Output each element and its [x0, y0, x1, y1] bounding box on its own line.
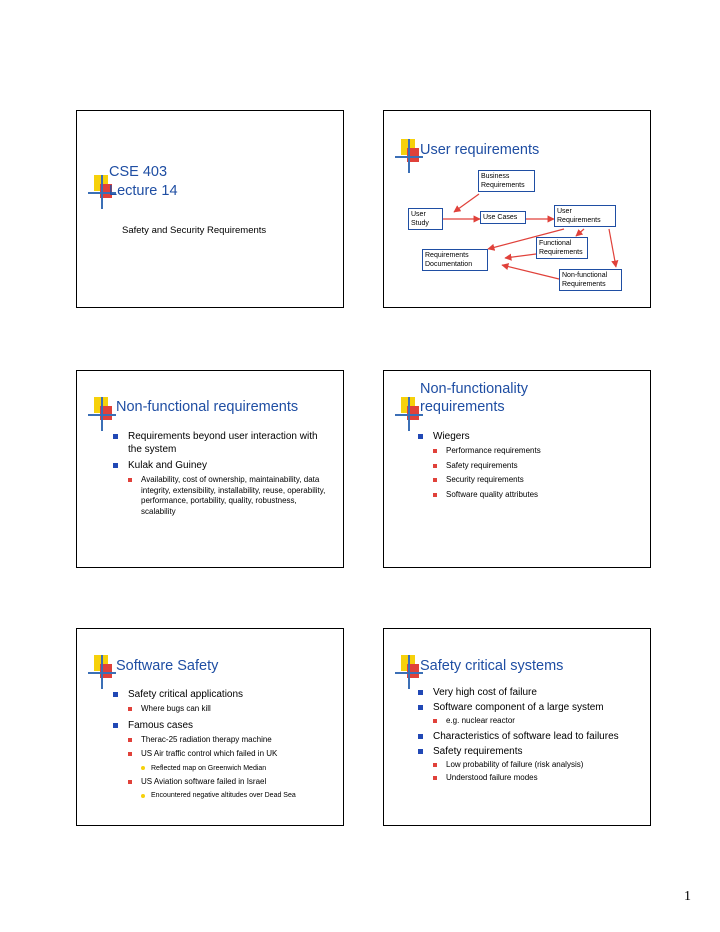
slide-logo-icon — [88, 397, 116, 431]
slide-title: Software Safety — [116, 658, 219, 674]
slide-logo-icon — [88, 655, 116, 689]
list-item: Software quality attributes — [418, 490, 638, 501]
arrow-functional-to-doc — [504, 253, 537, 261]
slide-1: CSE 403 Lecture 14 Safety and Security R… — [76, 110, 344, 308]
box-user-requirements: User Requirements — [554, 205, 616, 227]
slide-5: Software Safety Safety critical applicat… — [76, 628, 344, 826]
slide-logo-icon — [395, 655, 423, 689]
list-item: Encountered negative altitudes over Dead… — [113, 791, 335, 800]
list-item: Very high cost of failure — [418, 686, 640, 699]
bullet-list: Very high cost of failure Software compo… — [418, 686, 640, 788]
slide-2: User requirements Business Requirements … — [383, 110, 651, 308]
list-item: Famous cases — [113, 719, 335, 732]
page-number: 1 — [684, 889, 691, 904]
arrow-userreq-to-doc — [487, 228, 565, 251]
slide-title-line2: requirements — [420, 399, 505, 415]
slide-title: User requirements — [420, 142, 540, 158]
slide-title: Safety critical systems — [420, 658, 564, 674]
box-business-requirements: Business Requirements — [478, 170, 535, 192]
slide-4: Non-functionality requirements Wiegers P… — [383, 370, 651, 568]
list-item: Where bugs can kill — [113, 704, 335, 715]
lecture-number: Lecture 14 — [109, 183, 178, 199]
slide-title: Non-functional requirements — [116, 399, 299, 415]
list-item: Low probability of failure (risk analysi… — [418, 760, 640, 771]
list-item: Availability, cost of ownership, maintai… — [113, 475, 328, 517]
list-item: Software component of a large system — [418, 701, 640, 714]
list-item: Safety critical applications — [113, 688, 335, 701]
list-item: Performance requirements — [418, 446, 638, 457]
box-requirements-documentation: Requirements Documentation — [422, 249, 488, 271]
list-item: Understood failure modes — [418, 773, 640, 784]
list-item: e.g. nuclear reactor — [418, 716, 640, 727]
list-item: Safety requirements — [418, 745, 640, 758]
list-item: Characteristics of software lead to fail… — [418, 730, 640, 743]
list-item: Safety requirements — [418, 461, 638, 472]
slide-3: Non-functional requirements Requirements… — [76, 370, 344, 568]
slide-6: Safety critical systems Very high cost o… — [383, 628, 651, 826]
box-use-cases: Use Cases — [480, 211, 526, 224]
arrow-business-to-study — [453, 193, 480, 213]
slide-title-line1: Non-functionality — [420, 381, 528, 397]
list-item: Requirements beyond user interaction wit… — [113, 430, 328, 456]
list-item: Kulak and Guiney — [113, 459, 328, 472]
arrow-userreq-to-nonfunctional — [608, 228, 619, 268]
box-user-study: User Study — [408, 208, 443, 230]
slide-logo-icon — [88, 175, 116, 209]
slide-logo-icon — [395, 139, 423, 173]
list-item: Wiegers — [418, 430, 638, 443]
bullet-list: Safety critical applications Where bugs … — [113, 688, 335, 804]
lecture-course: CSE 403 — [109, 164, 168, 180]
arrow-userreq-to-functional — [575, 228, 585, 237]
list-item: Reflected map on Greenwich Median — [113, 764, 335, 773]
box-functional-requirements: Functional Requirements — [536, 237, 588, 259]
list-item: US Air traffic control which failed in U… — [113, 749, 335, 760]
arrow-nonfunctional-to-doc — [501, 263, 560, 280]
diagram-arrows — [443, 193, 619, 280]
list-item: US Aviation software failed in Israel — [113, 777, 335, 788]
bullet-list: Wiegers Performance requirements Safety … — [418, 430, 638, 504]
slide-logo-icon — [395, 397, 423, 431]
list-item: Therac-25 radiation therapy machine — [113, 735, 335, 746]
lecture-subtitle: Safety and Security Requirements — [122, 225, 267, 236]
bullet-list: Requirements beyond user interaction wit… — [113, 430, 328, 521]
list-item: Security requirements — [418, 475, 638, 486]
box-nonfunctional-requirements: Non-functional Requirements — [559, 269, 622, 291]
